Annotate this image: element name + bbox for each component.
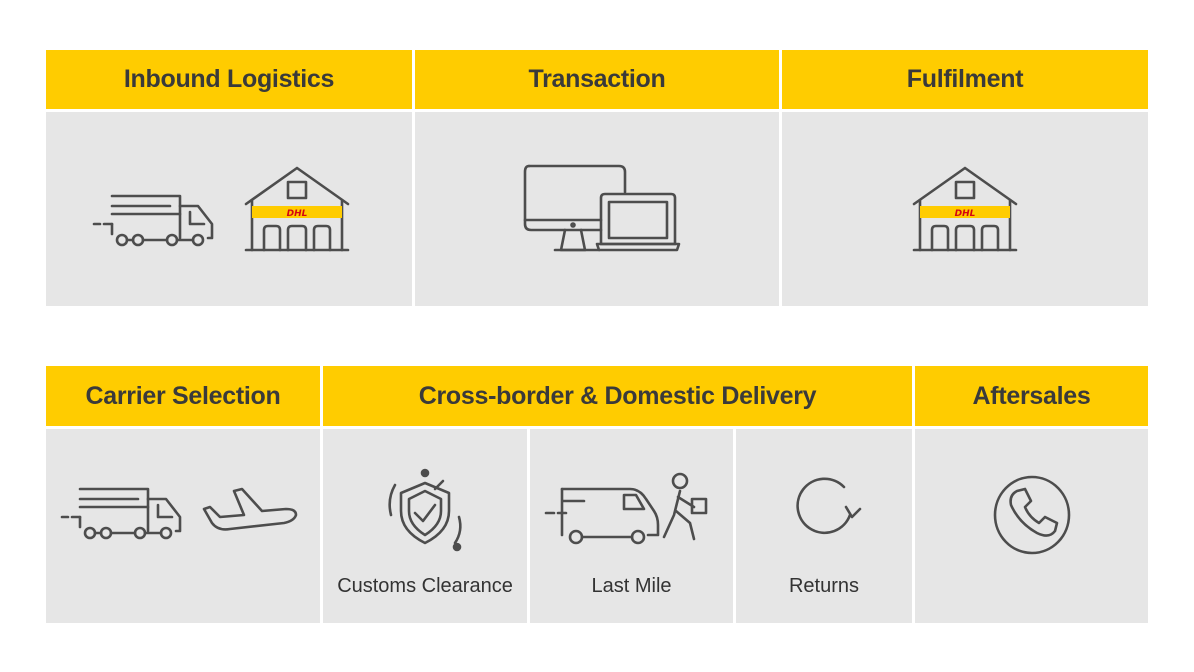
panel-fulfilment: DHL (782, 112, 1148, 306)
header-fulfilment: Fulfilment (782, 50, 1148, 109)
header-transaction: Transaction (415, 50, 779, 109)
panel-returns: Returns (736, 429, 912, 623)
airplane-icon (202, 487, 298, 531)
dhl-logo-text: DHL (287, 209, 308, 219)
dhl-logo-text: DHL (955, 209, 976, 219)
delivery-van-courier-icon (544, 472, 708, 545)
delivery-truck-icon (92, 194, 214, 247)
label-customs-clearance: Customs Clearance (337, 575, 513, 597)
header-inbound-logistics: Inbound Logistics (46, 50, 412, 109)
warehouse-icon: DHL (912, 166, 1018, 252)
phone-icon (993, 475, 1071, 555)
panel-aftersales (915, 429, 1148, 623)
warehouse-icon: DHL (244, 166, 350, 252)
panel-customs-clearance: Customs Clearance (323, 429, 527, 623)
header-delivery: Cross-border & Domestic Delivery (323, 366, 912, 426)
desktop-computer-icon (523, 164, 681, 252)
panel-last-mile: Last Mile (530, 429, 733, 623)
panel-transaction (415, 112, 779, 306)
customs-shield-icon (388, 468, 462, 552)
panel-inbound-logistics: DHL (46, 112, 412, 306)
label-last-mile: Last Mile (591, 575, 672, 597)
header-carrier-selection: Carrier Selection (46, 366, 320, 426)
label-returns: Returns (788, 575, 860, 597)
delivery-truck-icon (60, 487, 182, 540)
header-aftersales: Aftersales (915, 366, 1148, 426)
panel-carrier-selection (46, 429, 320, 623)
returns-arrow-icon (796, 477, 862, 535)
